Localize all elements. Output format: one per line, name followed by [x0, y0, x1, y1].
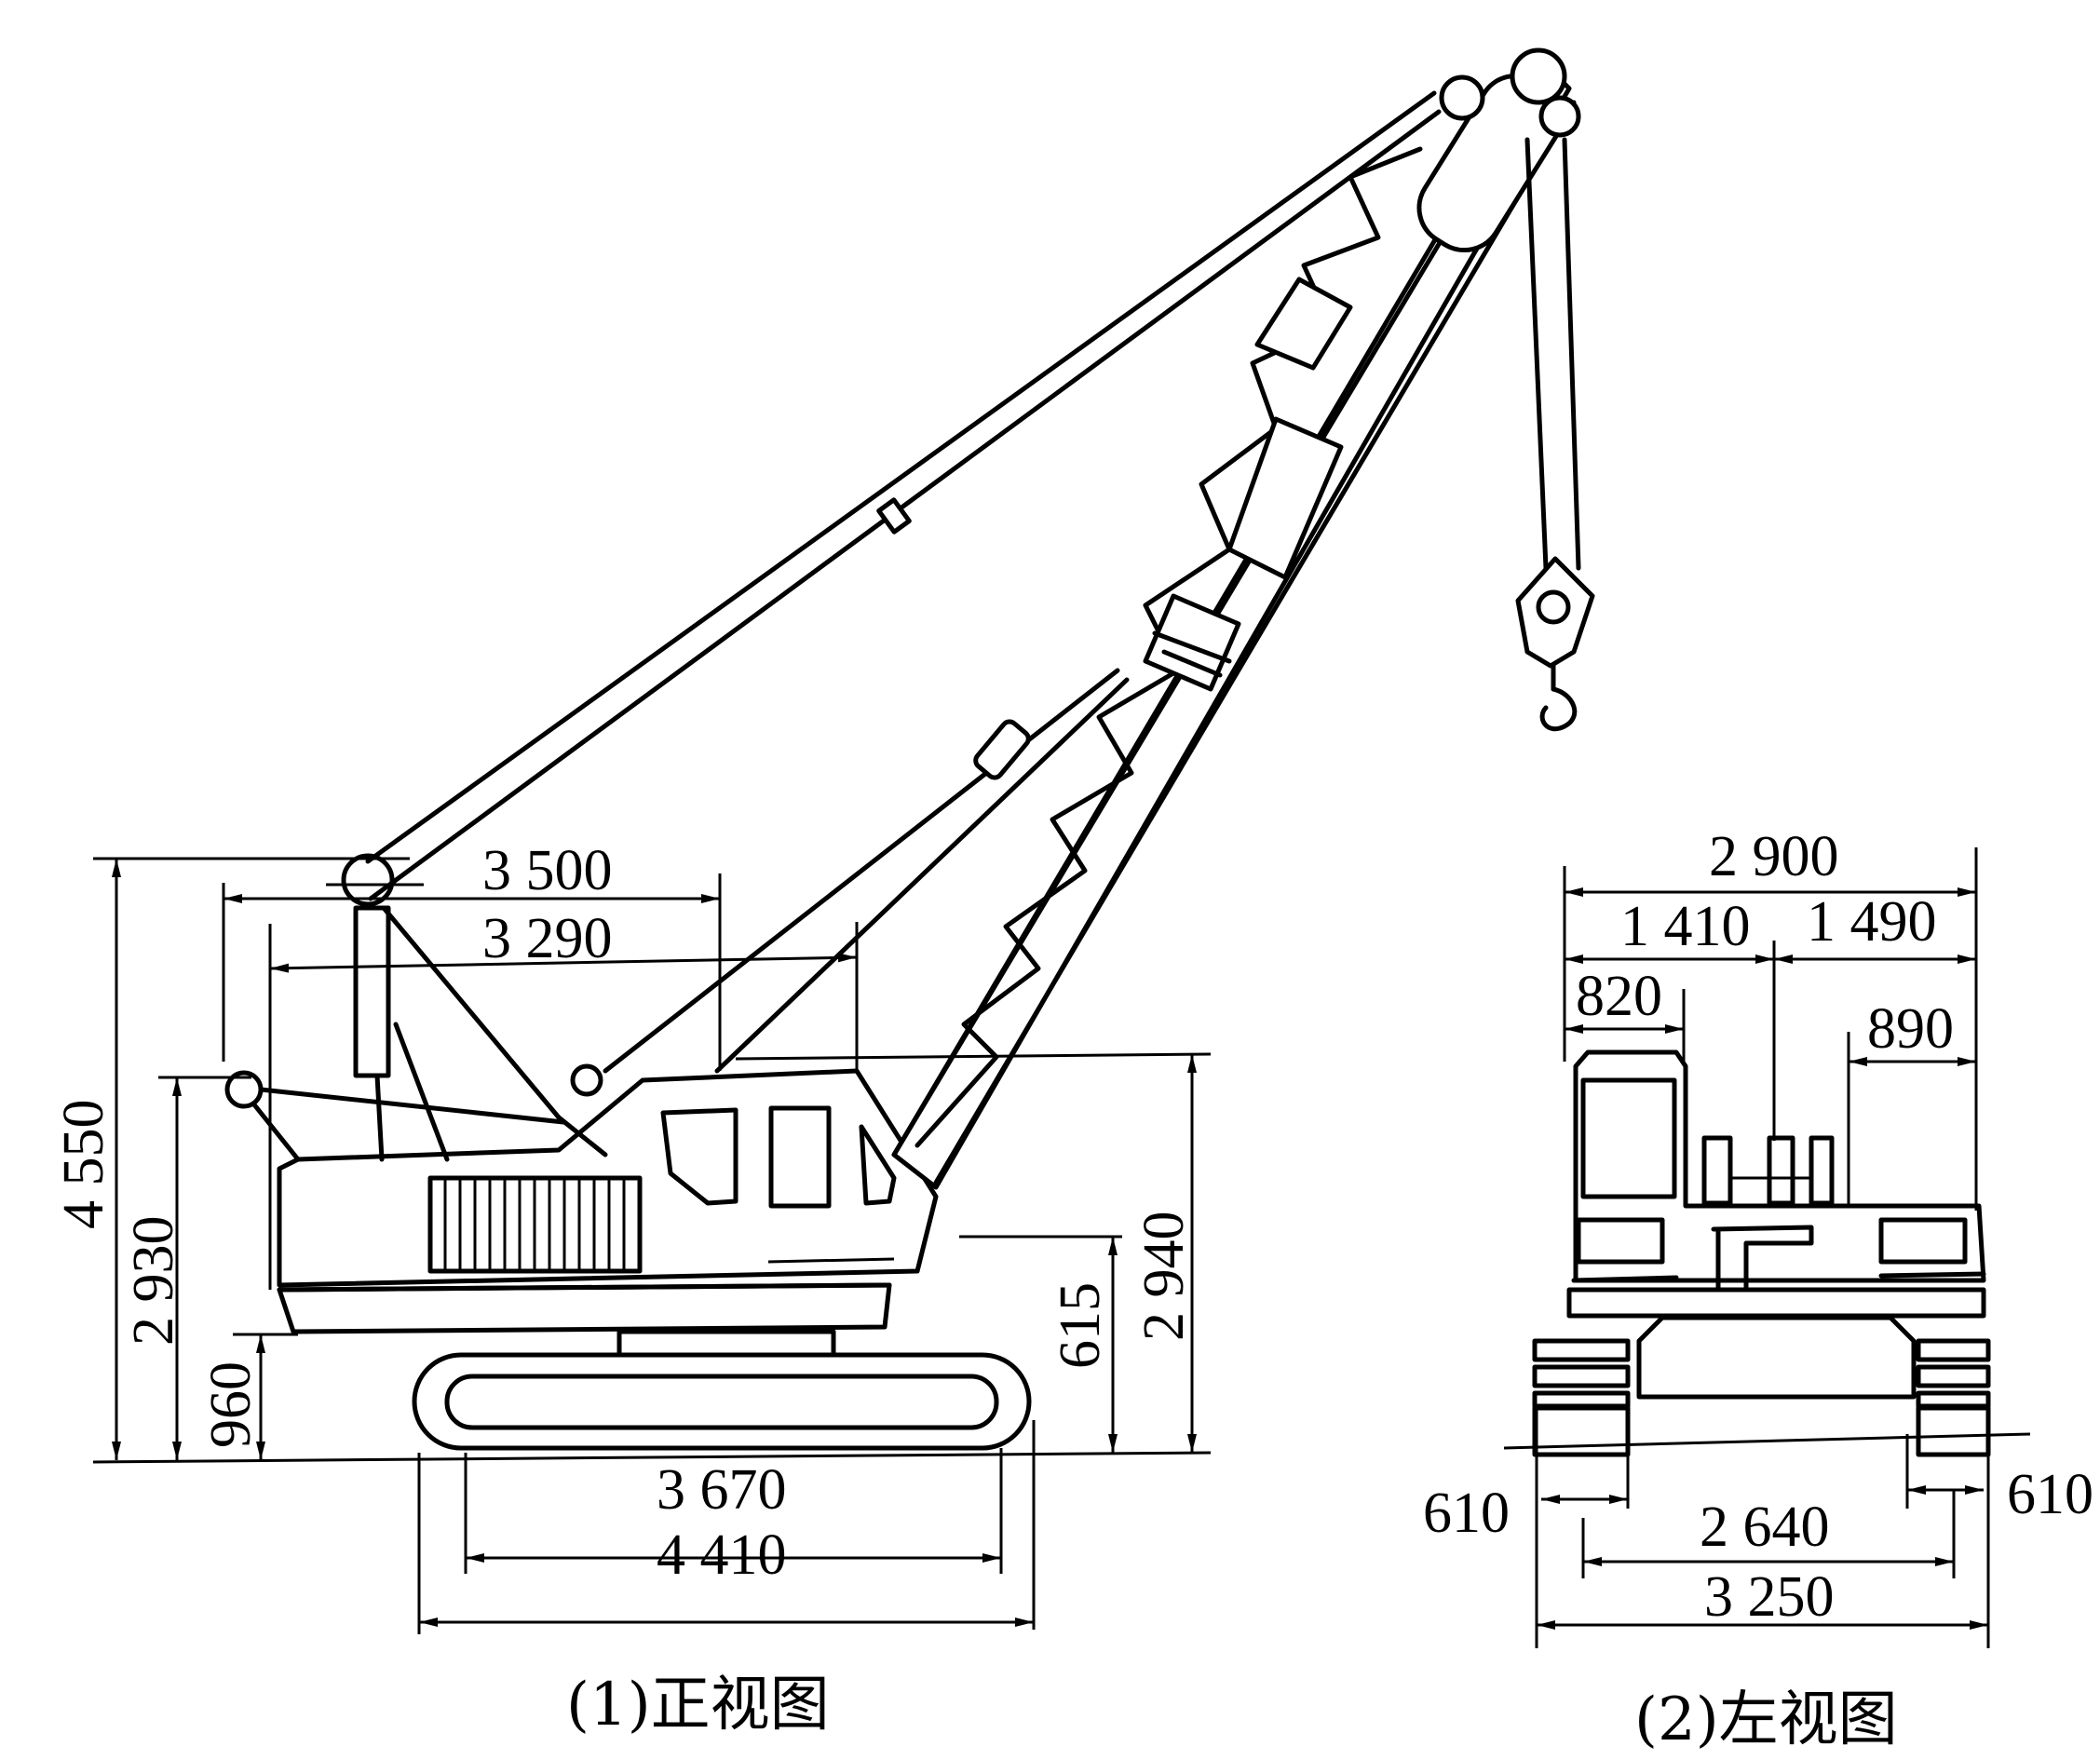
dim-1410: 1 410: [1620, 895, 1751, 958]
side-crawler-right: [1916, 1338, 1991, 1457]
dim-4550: 4 550: [52, 1100, 115, 1230]
front-extension-lines: [92, 857, 1212, 1634]
dim-2930: 2 930: [122, 1216, 185, 1347]
dim-3670: 3 670: [657, 1458, 787, 1522]
boom-pendant: [365, 90, 1442, 901]
side-crawler-left: [1532, 1338, 1631, 1457]
operator-cab: [660, 1105, 897, 1264]
side-dimension-lines: [1537, 887, 1988, 1630]
front-dimension-lines: [112, 859, 1197, 1627]
upper-housing: [277, 1068, 939, 1288]
dim-2940: 2 940: [1132, 1212, 1196, 1342]
dim-1490: 1 490: [1807, 890, 1937, 954]
dim-2900: 2 900: [1709, 825, 1839, 888]
crawler-track: [412, 1329, 1032, 1451]
front-dimension-labels: 3 500 3 290 4 550 2 930 960 615 2 940 3 …: [52, 839, 1196, 1587]
dim-4410: 4 410: [657, 1523, 787, 1587]
side-view-caption: (2)左视图: [1634, 1686, 1898, 1754]
hook-block: [1515, 137, 1595, 731]
dim-890: 890: [1867, 997, 1954, 1061]
lattice-boom: [891, 47, 1581, 1190]
side-dimension-labels: 2 900 1 410 1 490 820 890 610 610 2 640 …: [1423, 825, 2093, 1629]
side-carbody: [1566, 1287, 1986, 1400]
dim-960: 960: [199, 1361, 263, 1448]
front-view-caption: (1)正视图: [566, 1671, 830, 1740]
front-view: 3 500 3 290 4 550 2 930 960 615 2 940 3 …: [52, 47, 1595, 1740]
side-view: 2 900 1 410 1 490 820 890 610 610 2 640 …: [1423, 825, 2093, 1754]
dim-610-left: 610: [1423, 1482, 1510, 1545]
gantry-a-frame: [224, 853, 608, 1162]
dim-615: 615: [1049, 1282, 1112, 1369]
dim-3290: 3 290: [482, 907, 613, 970]
dim-3500: 3 500: [482, 839, 613, 902]
side-upper-body: [1571, 1049, 1986, 1320]
boom-hoist-line: [603, 668, 1130, 1074]
lower-frame: [277, 1282, 892, 1334]
side-extension-lines: [1503, 847, 2031, 1648]
dim-2640: 2 640: [1700, 1496, 1830, 1559]
dim-610-right: 610: [2007, 1463, 2093, 1526]
dim-820: 820: [1576, 965, 1662, 1028]
dim-3250: 3 250: [1704, 1565, 1835, 1629]
engine-grille: [427, 1175, 643, 1274]
